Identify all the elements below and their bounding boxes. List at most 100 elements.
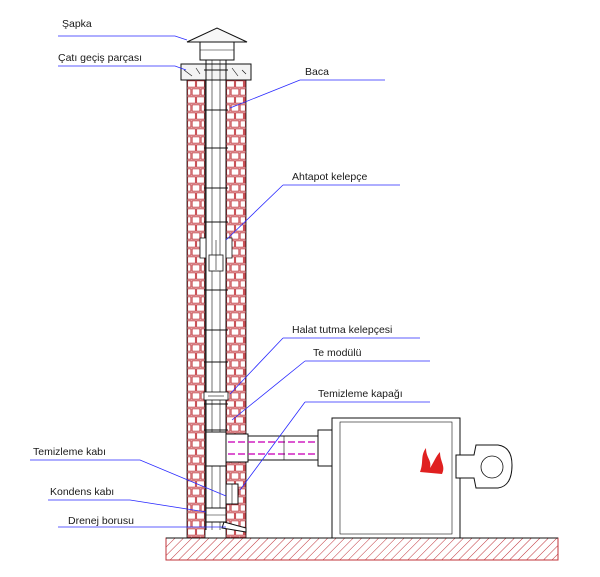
brick: [187, 272, 196, 280]
brick: [226, 96, 235, 104]
brick: [187, 144, 196, 152]
brick: [187, 344, 192, 352]
brick: [196, 176, 205, 184]
brick: [187, 216, 192, 224]
brick: [187, 240, 196, 248]
brick: [230, 168, 240, 176]
brick: [244, 128, 246, 136]
brick: [244, 224, 246, 232]
brick: [239, 88, 246, 96]
brick: [230, 200, 240, 208]
brick: [187, 456, 192, 464]
brick: [235, 112, 244, 120]
brick: [191, 440, 201, 448]
brick: [187, 232, 192, 240]
brick: [191, 232, 201, 240]
brick: [191, 104, 201, 112]
brick: [235, 368, 244, 376]
brick: [187, 264, 192, 272]
brick: [235, 512, 244, 520]
brick: [235, 384, 244, 392]
brick: [191, 328, 201, 336]
burner: [455, 444, 513, 489]
brick: [244, 304, 246, 312]
brick: [244, 416, 246, 424]
brick: [196, 496, 205, 504]
brick: [191, 168, 201, 176]
brick: [226, 200, 231, 208]
brick: [235, 272, 244, 280]
brick: [239, 296, 246, 304]
brick: [239, 168, 246, 176]
brick: [230, 232, 240, 240]
brick: [230, 312, 240, 320]
brick: [191, 152, 201, 160]
brick: [226, 168, 231, 176]
brick: [200, 312, 205, 320]
brick: [187, 352, 196, 360]
brick: [244, 176, 246, 184]
brick: [187, 192, 196, 200]
brick: [226, 408, 231, 416]
brick: [226, 88, 231, 96]
brick: [230, 120, 240, 128]
brick: [187, 416, 196, 424]
brick: [239, 104, 246, 112]
rope-holding-clamp: [203, 391, 229, 401]
brick: [244, 400, 246, 408]
brick: [196, 384, 205, 392]
brick: [187, 176, 196, 184]
brick-wall-left: [187, 80, 205, 538]
brick: [191, 184, 201, 192]
brick: [235, 176, 244, 184]
flame-icon: [420, 448, 444, 474]
brick: [196, 192, 205, 200]
brick: [226, 296, 231, 304]
brick: [235, 320, 244, 328]
brick: [230, 472, 240, 480]
brick: [226, 272, 235, 280]
brick: [244, 464, 246, 472]
brick: [226, 344, 231, 352]
brick: [230, 424, 240, 432]
brick: [187, 424, 192, 432]
brick: [187, 336, 196, 344]
brick: [200, 328, 205, 336]
brick: [244, 336, 246, 344]
brick: [196, 208, 205, 216]
label-temizleme-kabi: Temizleme kabı: [33, 446, 106, 458]
brick: [200, 136, 205, 144]
brick: [191, 296, 201, 304]
brick: [191, 344, 201, 352]
brick: [226, 312, 231, 320]
brick: [187, 512, 196, 520]
brick: [200, 168, 205, 176]
brick: [239, 264, 246, 272]
brick: [230, 408, 240, 416]
brick: [187, 152, 192, 160]
brick: [226, 328, 231, 336]
brick: [191, 312, 201, 320]
brick: [235, 208, 244, 216]
brick: [200, 504, 205, 512]
brick: [200, 200, 205, 208]
brick: [196, 224, 205, 232]
brick: [187, 496, 196, 504]
brick: [191, 216, 201, 224]
brick: [244, 288, 246, 296]
brick: [200, 296, 205, 304]
brick: [200, 104, 205, 112]
label-sapka: Şapka: [62, 18, 92, 30]
brick: [244, 240, 246, 248]
brick: [239, 280, 246, 288]
brick: [235, 144, 244, 152]
brick: [196, 336, 205, 344]
brick: [235, 80, 244, 88]
brick: [226, 264, 231, 272]
brick: [239, 504, 246, 512]
brick: [200, 152, 205, 160]
brick: [187, 504, 192, 512]
brick: [191, 280, 201, 288]
brick: [226, 128, 235, 136]
